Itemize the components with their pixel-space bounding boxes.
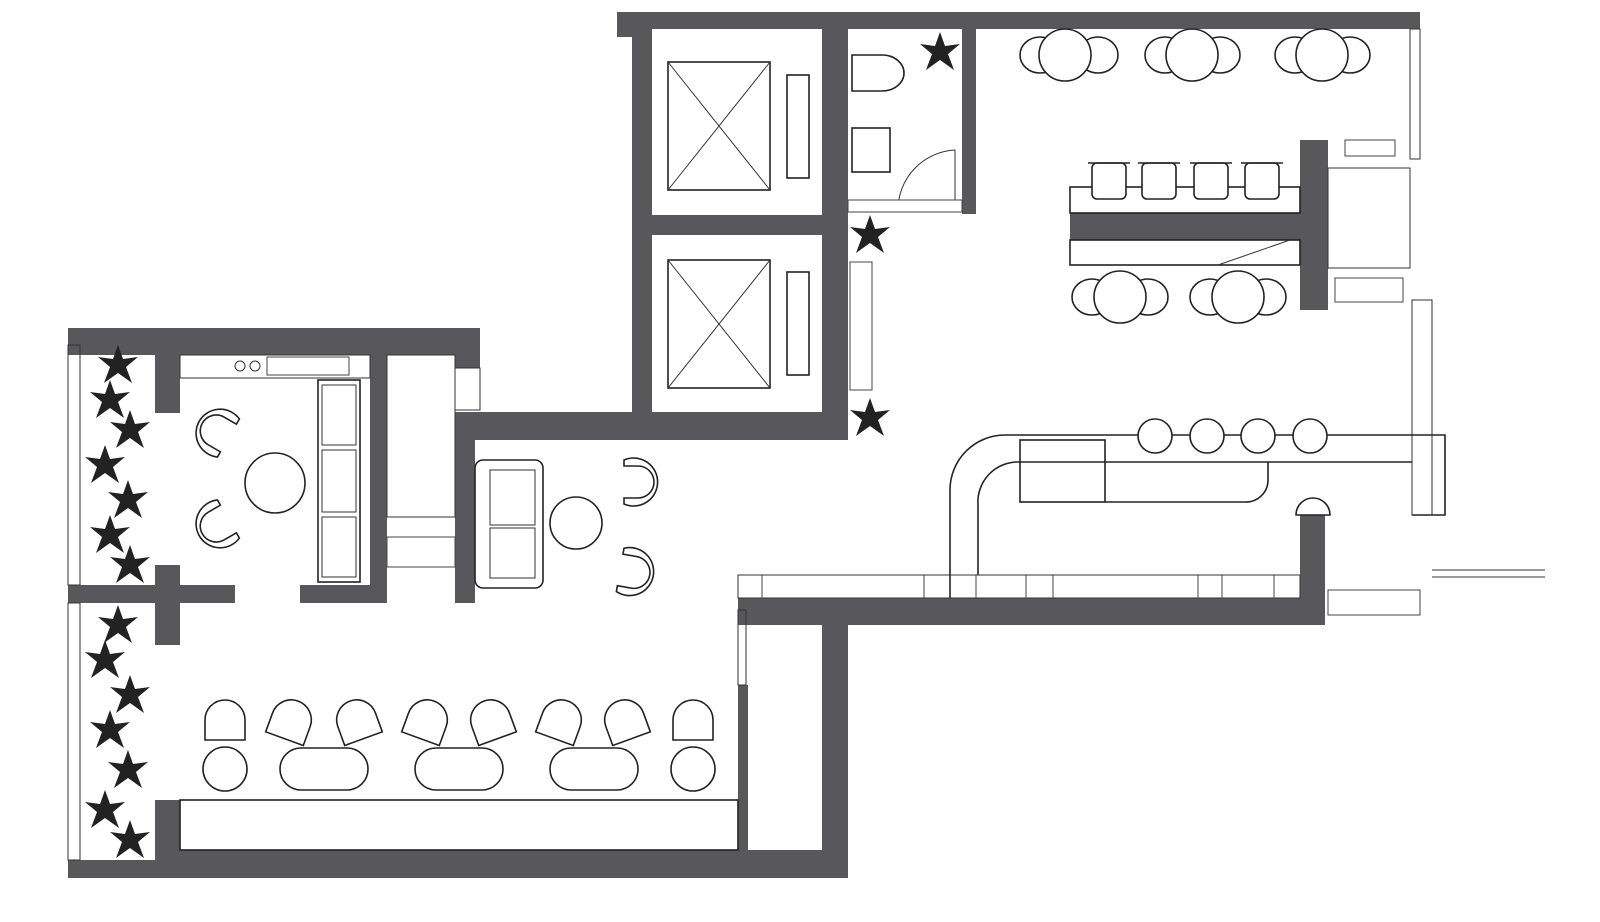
lounge bbox=[474, 457, 659, 601]
wall-restroom-right bbox=[962, 29, 976, 214]
oval-table bbox=[549, 747, 639, 791]
stool bbox=[1137, 418, 1173, 454]
wall-top bbox=[617, 12, 1420, 29]
window-top-right bbox=[1409, 28, 1421, 160]
wall-middle bbox=[738, 598, 1325, 625]
wall-bar-column bbox=[1300, 140, 1328, 310]
table-set bbox=[1019, 28, 1119, 82]
wall-bottom bbox=[155, 850, 848, 878]
window-planter-lower bbox=[67, 602, 81, 861]
table-set bbox=[1189, 270, 1287, 324]
wall-core-right bbox=[822, 12, 848, 440]
wall-left-upper bbox=[155, 328, 180, 413]
table-set bbox=[1071, 270, 1169, 324]
window-right bbox=[1411, 299, 1433, 516]
bar-stool bbox=[1241, 162, 1283, 200]
bar-counter-back bbox=[1070, 213, 1300, 240]
sink-icon bbox=[851, 127, 891, 173]
stool bbox=[1189, 418, 1225, 454]
wall-core-bottom bbox=[455, 412, 848, 440]
plant-icon bbox=[920, 32, 960, 70]
round-table bbox=[244, 452, 306, 514]
top-dining bbox=[1019, 28, 1396, 157]
wall-private-room-bottom-left bbox=[180, 585, 235, 603]
round-table bbox=[549, 496, 603, 550]
wall-glazing-bottom bbox=[738, 685, 748, 850]
stool bbox=[1240, 418, 1276, 454]
bar bbox=[1069, 162, 1411, 324]
oval-table bbox=[414, 747, 504, 791]
wall-lounge-top bbox=[68, 328, 480, 355]
planter-lower bbox=[85, 605, 150, 858]
sofa-bench bbox=[317, 379, 361, 583]
bottom-dining bbox=[179, 699, 739, 851]
round-table bbox=[670, 746, 716, 792]
wall-bottom-right bbox=[822, 600, 848, 878]
service-counter bbox=[737, 418, 1446, 616]
plant-icon bbox=[850, 398, 890, 436]
elevator-2 bbox=[667, 259, 810, 389]
elevator-1 bbox=[667, 61, 810, 191]
bar-stool bbox=[1190, 162, 1232, 200]
cabinet bbox=[849, 261, 873, 391]
wall-core-left bbox=[632, 12, 652, 440]
table-set bbox=[1274, 28, 1371, 82]
planter-upper bbox=[85, 345, 150, 583]
oval-table bbox=[279, 747, 369, 791]
private-room bbox=[179, 354, 481, 583]
restroom bbox=[847, 54, 963, 391]
wall-lounge-top-right bbox=[455, 328, 480, 368]
armchair-icon bbox=[186, 399, 242, 460]
wall-private-room-right bbox=[370, 355, 387, 603]
wall-planter-divider bbox=[68, 585, 180, 603]
wall-left-middle bbox=[155, 565, 180, 645]
banquette bbox=[179, 799, 739, 851]
walls bbox=[68, 12, 1420, 878]
window-planter-upper bbox=[67, 344, 81, 586]
sofa bbox=[474, 459, 544, 589]
chairs bbox=[204, 699, 714, 747]
armchair-icon bbox=[186, 497, 242, 558]
table-set bbox=[1144, 28, 1241, 82]
window-middle bbox=[737, 609, 747, 686]
plant-icon bbox=[850, 215, 890, 253]
wall-lounge-right bbox=[455, 440, 475, 603]
wall-elevator-divider bbox=[652, 215, 822, 235]
bar-stool bbox=[1138, 162, 1180, 200]
wall-private-room-bottom-right bbox=[300, 585, 387, 603]
door-swing bbox=[897, 149, 956, 211]
toilet-icon bbox=[851, 54, 905, 92]
stool bbox=[1292, 418, 1328, 454]
bar-stool bbox=[1088, 162, 1130, 200]
wall-planter-bottom bbox=[68, 860, 180, 878]
wall-bar-end bbox=[1300, 512, 1325, 625]
round-table bbox=[202, 746, 248, 792]
